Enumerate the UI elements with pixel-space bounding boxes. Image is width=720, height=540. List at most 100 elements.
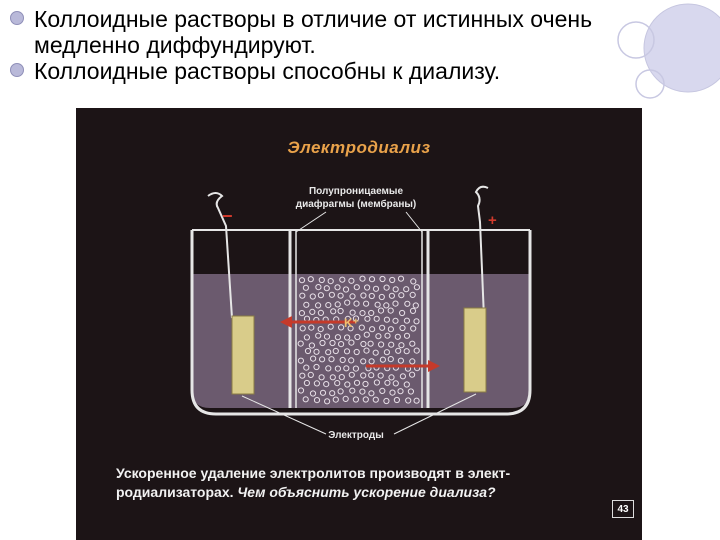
colloid-particle [383,316,390,323]
colloid-particle [344,381,351,388]
colloid-particle [349,309,356,316]
colloid-particle [360,340,367,348]
colloid-particle [348,371,355,378]
colloid-particle [367,340,374,347]
colloid-particle [395,347,402,354]
colloid-particle [397,388,404,395]
bullet-text: Коллоидные растворы в отличие от истинны… [34,6,593,58]
colloid-particles [297,275,421,405]
colloid-particle [344,299,351,306]
colloid-particle [364,315,371,322]
colloid-particle [373,379,380,386]
colloid-particle [348,357,355,364]
colloid-particle [372,349,379,356]
electrodes-label: Электроды [328,430,384,441]
colloid-particle [299,292,306,299]
colloid-particle [372,396,379,403]
wire-left [207,192,233,319]
colloid-particle [304,347,312,355]
colloid-particle [328,356,335,363]
colloid-particle [413,397,420,404]
colloid-particle [369,326,376,333]
colloid-particle [359,310,366,317]
caption-line2: родиализаторах. Чем объяснить ускорение … [116,483,616,502]
colloid-particle [389,276,396,284]
bullet-icon [10,11,24,25]
colloid-particle [353,379,361,386]
bullet-icon [10,63,24,77]
colloid-particle [399,324,406,332]
colloid-particle [384,379,391,386]
colloid-particle [363,347,370,354]
colloid-particle [327,278,334,285]
colloid-particle [315,302,322,309]
colloid-particle [359,275,366,282]
plus-sign: + [488,212,497,229]
colloid-particle [409,291,416,298]
colloid-particle [309,390,317,397]
colloid-particle [303,364,310,371]
caption-line2-a: родиализаторах. [116,484,234,500]
colloid-particle [368,276,376,283]
vessel-outline [190,230,532,416]
ion-label: K⁺ [344,316,359,330]
colloid-particle [379,324,386,331]
colloid-particle [368,390,375,397]
colloid-particle [334,334,341,341]
colloid-particle [409,371,416,378]
colloid-particle [359,388,366,395]
colloid-particle [353,300,360,307]
colloid-particle [317,326,324,333]
minus-sign: − [222,206,233,226]
colloid-particle [392,300,399,307]
colloid-particle [378,341,385,348]
bullet-list: Коллоидные растворы в отличие от истинны… [8,6,648,84]
arrow-head-right [428,360,440,372]
colloid-particle [397,275,405,282]
colloid-particle [368,309,375,317]
colloid-particle [317,309,324,316]
colloid-particle [387,307,394,314]
colloid-particle [409,340,416,347]
decorative-circles [617,3,720,99]
colloid-particle [334,284,341,291]
colloid-particle [337,292,344,299]
colloid-particle [298,277,306,284]
colloid-particle [315,284,322,291]
colloid-particle [297,340,304,347]
colloid-particle [319,356,326,363]
colloid-particle [303,379,310,387]
colloid-particle [343,365,350,372]
bullet-text: Коллоидные растворы способны к диализу. [34,58,501,84]
colloid-particle [324,398,331,405]
colloid-particle [338,324,345,331]
colloid-particle [308,342,315,349]
colloid-particle [360,292,367,299]
colloid-particle [397,357,404,364]
wire-right [474,185,489,319]
colloid-particle [362,380,369,388]
membranes-label: Полупроницаемые диафрагмы (мембраны) [256,185,456,211]
bullet-item: Коллоидные растворы способны к диализу. [8,58,648,84]
colloid-particle [332,396,339,403]
colloid-particle [409,307,417,314]
colloid-particle [383,302,390,309]
colloid-particle [353,284,360,291]
colloid-particle [403,286,410,293]
colloid-particle [338,374,345,381]
electrodialysis-diagram [190,185,532,435]
colloid-particle [412,302,419,309]
colloid-particle [303,334,310,341]
colloid-particle [308,324,315,331]
colloid-particle [403,317,410,324]
colloid-particle [392,317,399,324]
colloid-particle [398,292,405,299]
colloid-particle [405,397,412,404]
electrode-left [231,315,255,395]
colloid-particle [342,395,349,402]
colloid-particle [329,339,336,347]
colloid-particle [377,307,385,314]
colloid-particle [354,333,361,341]
colloid-particle [407,388,414,395]
colloid-particle [325,349,332,356]
